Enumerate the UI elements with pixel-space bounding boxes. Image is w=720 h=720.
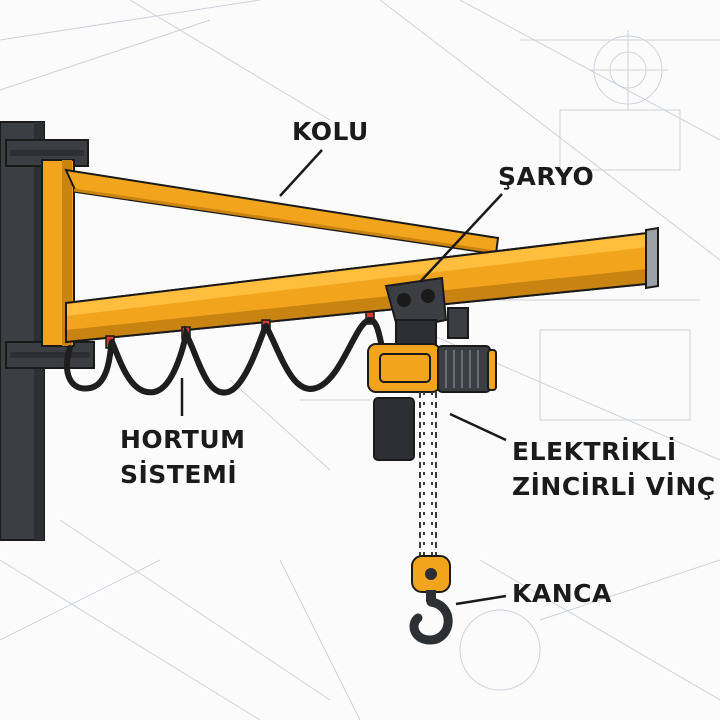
label-arm: KOLU: [292, 117, 369, 146]
diagonal-arm: [64, 168, 500, 256]
leader-line-hook: [455, 594, 507, 606]
lifting-chain: [419, 392, 437, 560]
trolley: [384, 276, 469, 347]
leader-line-arm: [279, 149, 323, 197]
hook-assembly: [409, 555, 453, 645]
leader-line-trolley: [419, 193, 503, 283]
label-hose-line1: HORTUM: [120, 425, 246, 454]
leader-lines: [180, 149, 507, 606]
electric-chain-hoist: [367, 343, 497, 461]
label-hook: KANCA: [512, 579, 612, 608]
label-trolley: ŞARYO: [498, 162, 595, 191]
label-hoist-line1: ELEKTRİKLİ: [512, 437, 677, 466]
wall-column: [0, 121, 45, 541]
label-hoist-line2: ZİNCİRLİ VİNÇ: [512, 472, 716, 501]
main-beam: [65, 226, 659, 344]
leader-line-hoist: [449, 412, 507, 442]
festoon-hose: [63, 316, 387, 396]
label-hose-line2: SİSTEMİ: [120, 460, 238, 489]
